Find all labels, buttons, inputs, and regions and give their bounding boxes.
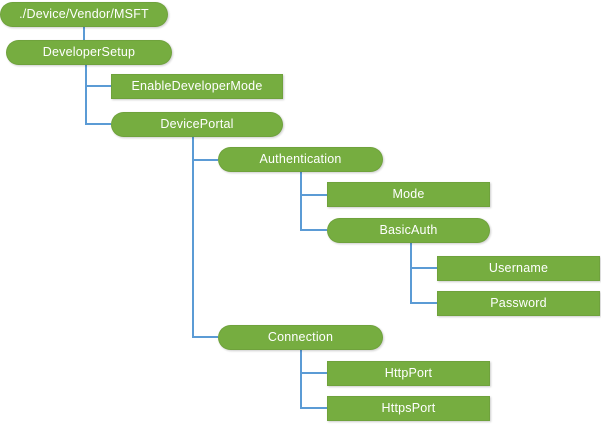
connector-developersetup-to-deviceportal bbox=[85, 65, 111, 125]
tree-node-mode[interactable]: Mode bbox=[327, 182, 490, 207]
tree-node-label: HttpPort bbox=[384, 366, 433, 381]
connector-basicauth-to-password bbox=[410, 243, 437, 304]
tree-node-username[interactable]: Username bbox=[437, 256, 600, 281]
tree-node-label: Username bbox=[488, 261, 549, 276]
tree-node-label: Connection bbox=[267, 330, 334, 345]
tree-node-label: DeveloperSetup bbox=[42, 45, 136, 60]
tree-node-label: BasicAuth bbox=[379, 223, 438, 238]
connector-connection-to-httpport bbox=[300, 350, 327, 374]
tree-node-developersetup[interactable]: DeveloperSetup bbox=[6, 40, 172, 65]
tree-node-authentication[interactable]: Authentication bbox=[218, 147, 383, 172]
tree-node-label: DevicePortal bbox=[160, 117, 234, 132]
tree-node-connection[interactable]: Connection bbox=[218, 325, 383, 350]
tree-node-basicauth[interactable]: BasicAuth bbox=[327, 218, 490, 243]
connector-deviceportal-to-connection bbox=[192, 137, 218, 338]
connector-authentication-to-mode bbox=[300, 172, 327, 196]
tree-node-label: Authentication bbox=[259, 152, 342, 167]
connector-developersetup-to-enabledevelopermode bbox=[85, 65, 111, 87]
tree-node-label: HttpsPort bbox=[381, 401, 436, 416]
connector-basicauth-to-username bbox=[410, 243, 437, 269]
tree-node-label: Mode bbox=[392, 187, 425, 202]
tree-node-label: Password bbox=[490, 296, 547, 311]
connector-deviceportal-to-authentication bbox=[192, 137, 218, 161]
tree-node-root[interactable]: ./Device/Vendor/MSFT bbox=[0, 2, 168, 27]
connector-authentication-to-basicauth bbox=[300, 172, 327, 231]
tree-node-enabledevelopermode[interactable]: EnableDeveloperMode bbox=[111, 74, 283, 99]
tree-node-label: ./Device/Vendor/MSFT bbox=[19, 7, 149, 22]
connector-connection-to-httpsport bbox=[300, 350, 327, 409]
tree-node-label: EnableDeveloperMode bbox=[131, 79, 263, 94]
tree-node-httpsport[interactable]: HttpsPort bbox=[327, 396, 490, 421]
tree-node-deviceportal[interactable]: DevicePortal bbox=[111, 112, 283, 137]
tree-node-password[interactable]: Password bbox=[437, 291, 600, 316]
tree-node-httpport[interactable]: HttpPort bbox=[327, 361, 490, 386]
